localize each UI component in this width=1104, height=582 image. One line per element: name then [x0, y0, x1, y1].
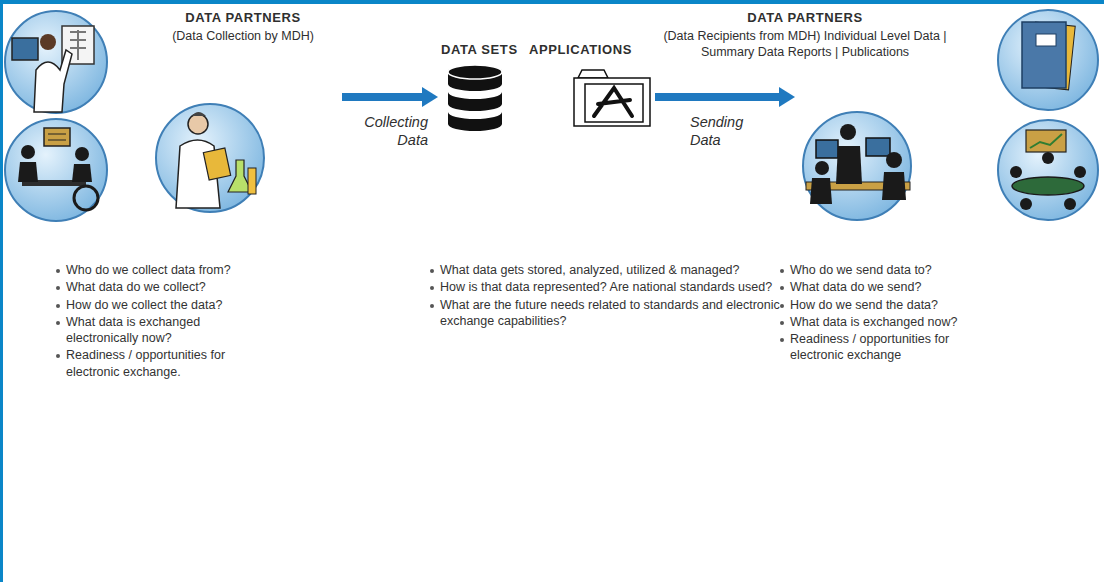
bullet-dot [56, 321, 60, 325]
node-heading: APPLICATIONS [529, 42, 632, 59]
xray-circle-part [70, 30, 86, 60]
question-item: What data gets stored, analyzed, utilize… [440, 262, 785, 278]
boardroom-circle-part [1042, 152, 1054, 164]
bullet-dot [780, 269, 784, 273]
bullet-dot [780, 286, 784, 290]
bullet-dot [780, 321, 784, 325]
bullet-dot [56, 304, 60, 308]
question-item: Who do we collect data from? [66, 262, 266, 278]
folder-icon-part [585, 84, 643, 122]
xray-circle-part [12, 38, 38, 60]
database-icon-part [448, 65, 502, 79]
folder-icon-part [574, 78, 650, 126]
question-item: What data is exchanged electronically no… [66, 314, 266, 347]
binder-circle [998, 10, 1098, 110]
meeting-circle-part [18, 162, 38, 182]
workstation-circle-part [840, 124, 856, 140]
boardroom-circle-part [998, 120, 1098, 220]
boardroom-circle-part [1074, 166, 1086, 178]
frame-border-part [0, 0, 1104, 4]
arrow-label: Collecting Data [348, 112, 430, 150]
database-icon-part [448, 112, 502, 131]
question-item: What data do we collect? [66, 279, 266, 295]
workstation-circle-part [815, 161, 829, 175]
binder-circle-part [1022, 22, 1066, 88]
lab-circle-part [248, 168, 256, 194]
database-icon-part [448, 92, 502, 111]
question-item: How is that data represented? Are nation… [440, 279, 785, 295]
workstation-circle-part [803, 112, 911, 220]
workstation-circle-part [816, 140, 838, 158]
folder-icon-part [578, 70, 608, 78]
workstation-circle-part [836, 146, 862, 184]
meeting-circle-part [44, 128, 70, 146]
lab-circle-part [203, 148, 230, 180]
frame-border-part [0, 0, 3, 582]
binder-circle-part [998, 10, 1098, 110]
bullet-dot [56, 269, 60, 273]
bullet-dot [430, 269, 434, 273]
partner-group: DATA PARTNERS(Data Recipients from MDH) … [795, 8, 1102, 233]
meeting-circle-part [21, 145, 35, 159]
meeting-circle-part [74, 186, 98, 210]
meeting-circle-part [5, 119, 107, 221]
bullet-dot [56, 354, 60, 358]
workstation-circle-part [886, 152, 902, 168]
question-item: What are the future needs related to sta… [440, 297, 785, 330]
lab-circle-part [156, 104, 264, 212]
bullet-dot [430, 286, 434, 290]
application-node: APPLICATIONS [525, 40, 655, 130]
boardroom-circle-part [1010, 166, 1022, 178]
boardroom-circle-part [1026, 130, 1066, 152]
meeting-circle-part [48, 134, 66, 140]
xray-circle-part [5, 11, 107, 113]
folder-icon-part [594, 88, 632, 116]
lab-circle-part [188, 114, 208, 134]
database-icon [448, 65, 502, 131]
arrow-label: Sending Data [688, 112, 754, 150]
bullet-dot [430, 304, 434, 308]
binder-circle-part [1036, 34, 1056, 46]
question-item: How do we send the data? [790, 297, 1000, 313]
flow-arrow [655, 93, 783, 101]
folder-icon [574, 70, 650, 126]
node-heading: DATA SETS [441, 42, 518, 59]
boardroom-circle-part [1064, 198, 1076, 210]
boardroom-circle [998, 120, 1098, 220]
partner-group: DATA PARTNERS(Data Collection by MDH) [2, 8, 342, 233]
boardroom-circle-part [1012, 177, 1084, 195]
meeting-circle-part [72, 164, 92, 182]
bullet-dot [780, 304, 784, 308]
question-item: What data is exchanged now? [790, 314, 1000, 330]
node-subtitle: (Data Collection by MDH) [148, 28, 338, 44]
workstation-circle-part [882, 172, 906, 200]
question-item: What data do we send? [790, 279, 1000, 295]
meeting-circle [5, 119, 107, 221]
lab-circle-part [192, 112, 206, 116]
node-heading: DATA PARTNERS [655, 10, 955, 27]
bullet-dot [780, 338, 784, 342]
node-heading: DATA PARTNERS [148, 10, 338, 27]
meeting-circle-part [75, 147, 89, 161]
node-subtitle: (Data Recipients from MDH) Individual Le… [655, 28, 955, 61]
workstation-circle [803, 112, 911, 220]
boardroom-circle-part [1030, 134, 1062, 148]
flow-arrow [342, 93, 426, 101]
xray-circle-part [40, 34, 56, 50]
xray-circle-part [34, 50, 72, 112]
xray-circle [5, 11, 107, 113]
dataset-node: DATA SETS [438, 40, 521, 130]
question-item: Who do we send data to? [790, 262, 1000, 278]
boardroom-circle-part [1020, 198, 1032, 210]
workstation-circle-part [810, 178, 832, 204]
bullet-dot [56, 286, 60, 290]
lab-circle [156, 104, 264, 212]
question-item: Readiness / opportunities for electronic… [790, 331, 1000, 364]
workstation-circle-part [866, 138, 890, 156]
question-item: How do we collect the data? [66, 297, 266, 313]
question-item: Readiness / opportunities for electronic… [66, 347, 266, 380]
